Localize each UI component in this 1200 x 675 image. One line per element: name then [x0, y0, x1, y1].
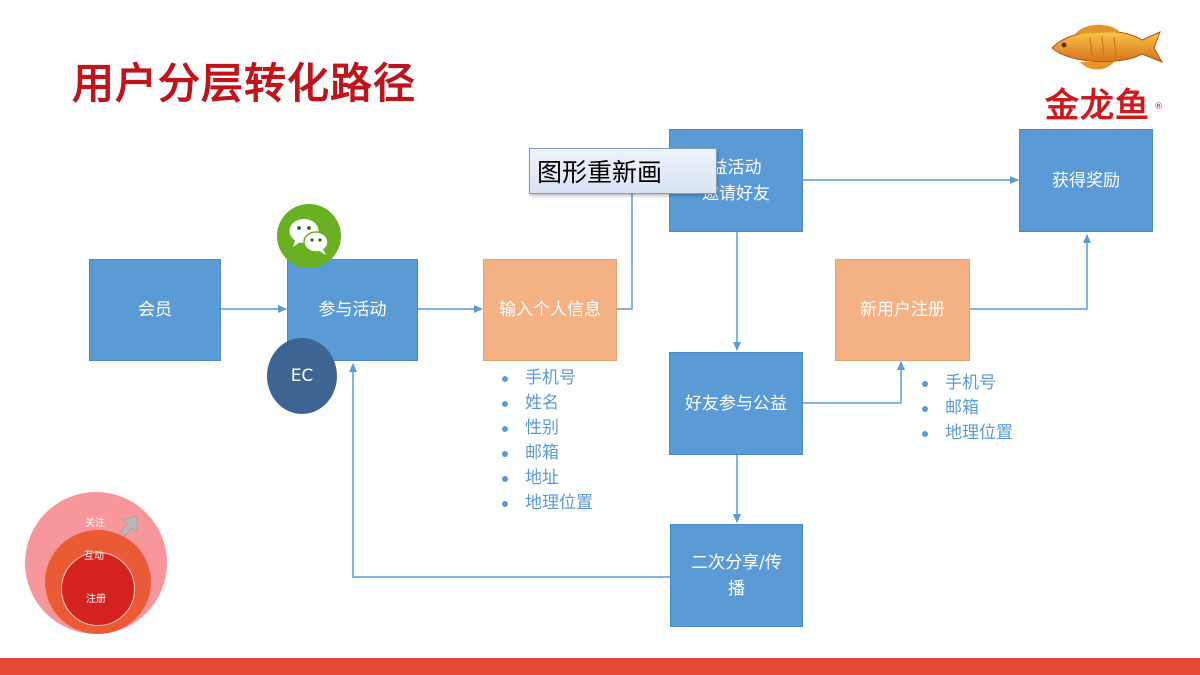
- info-field-item: 邮箱: [500, 441, 593, 466]
- registered-mark: ®: [1154, 102, 1163, 112]
- node-friend-join[interactable]: 好友参与公益: [669, 352, 803, 455]
- register-fields-list: 手机号 邮箱 地理位置: [920, 371, 1013, 446]
- funnel-label-follow: 关注: [85, 518, 105, 529]
- node-new-user-register[interactable]: 新用户注册: [835, 259, 970, 361]
- node-input-info[interactable]: 输入个人信息: [483, 259, 617, 361]
- ec-badge: EC: [267, 338, 337, 414]
- funnel-label-register: 注册: [86, 594, 106, 605]
- register-field-item: 邮箱: [920, 396, 1013, 421]
- info-fields-list: 手机号 姓名 性别 邮箱 地址 地理位置: [500, 366, 593, 516]
- register-field-item: 地理位置: [920, 421, 1013, 446]
- edge-register-to-reward: [970, 234, 1091, 310]
- edge-friend-to-register: [803, 361, 905, 404]
- info-field-item: 姓名: [500, 391, 593, 416]
- edge-share-to-activity: [349, 363, 670, 578]
- bottom-accent-bar: [0, 658, 1200, 675]
- edge-info-to-charity: [617, 176, 669, 310]
- info-field-item: 地理位置: [500, 491, 593, 516]
- node-second-share[interactable]: 二次分享/传 播: [670, 524, 803, 627]
- brand-name: 金龙鱼: [1045, 86, 1150, 126]
- info-field-item: 性别: [500, 416, 593, 441]
- brand-logo: 金龙鱼 ®: [1030, 18, 1165, 126]
- node-get-reward[interactable]: 获得奖励: [1019, 129, 1153, 232]
- register-field-item: 手机号: [920, 371, 1013, 396]
- info-field-item: 地址: [500, 466, 593, 491]
- info-field-item: 手机号: [500, 366, 593, 391]
- page-title: 用户分层转化路径: [72, 59, 417, 108]
- funnel-label-interact: 互动: [84, 551, 104, 562]
- arowana-fish-icon: [1051, 24, 1164, 70]
- funnel-inner-ring: [61, 552, 135, 626]
- cursor-arrow-icon: [120, 515, 138, 537]
- wechat-icon: [277, 204, 341, 268]
- funnel-diagram: 关注 互动 注册: [25, 492, 170, 637]
- redraw-tooltip: 图形重新画: [529, 148, 717, 194]
- node-member[interactable]: 会员: [89, 259, 221, 361]
